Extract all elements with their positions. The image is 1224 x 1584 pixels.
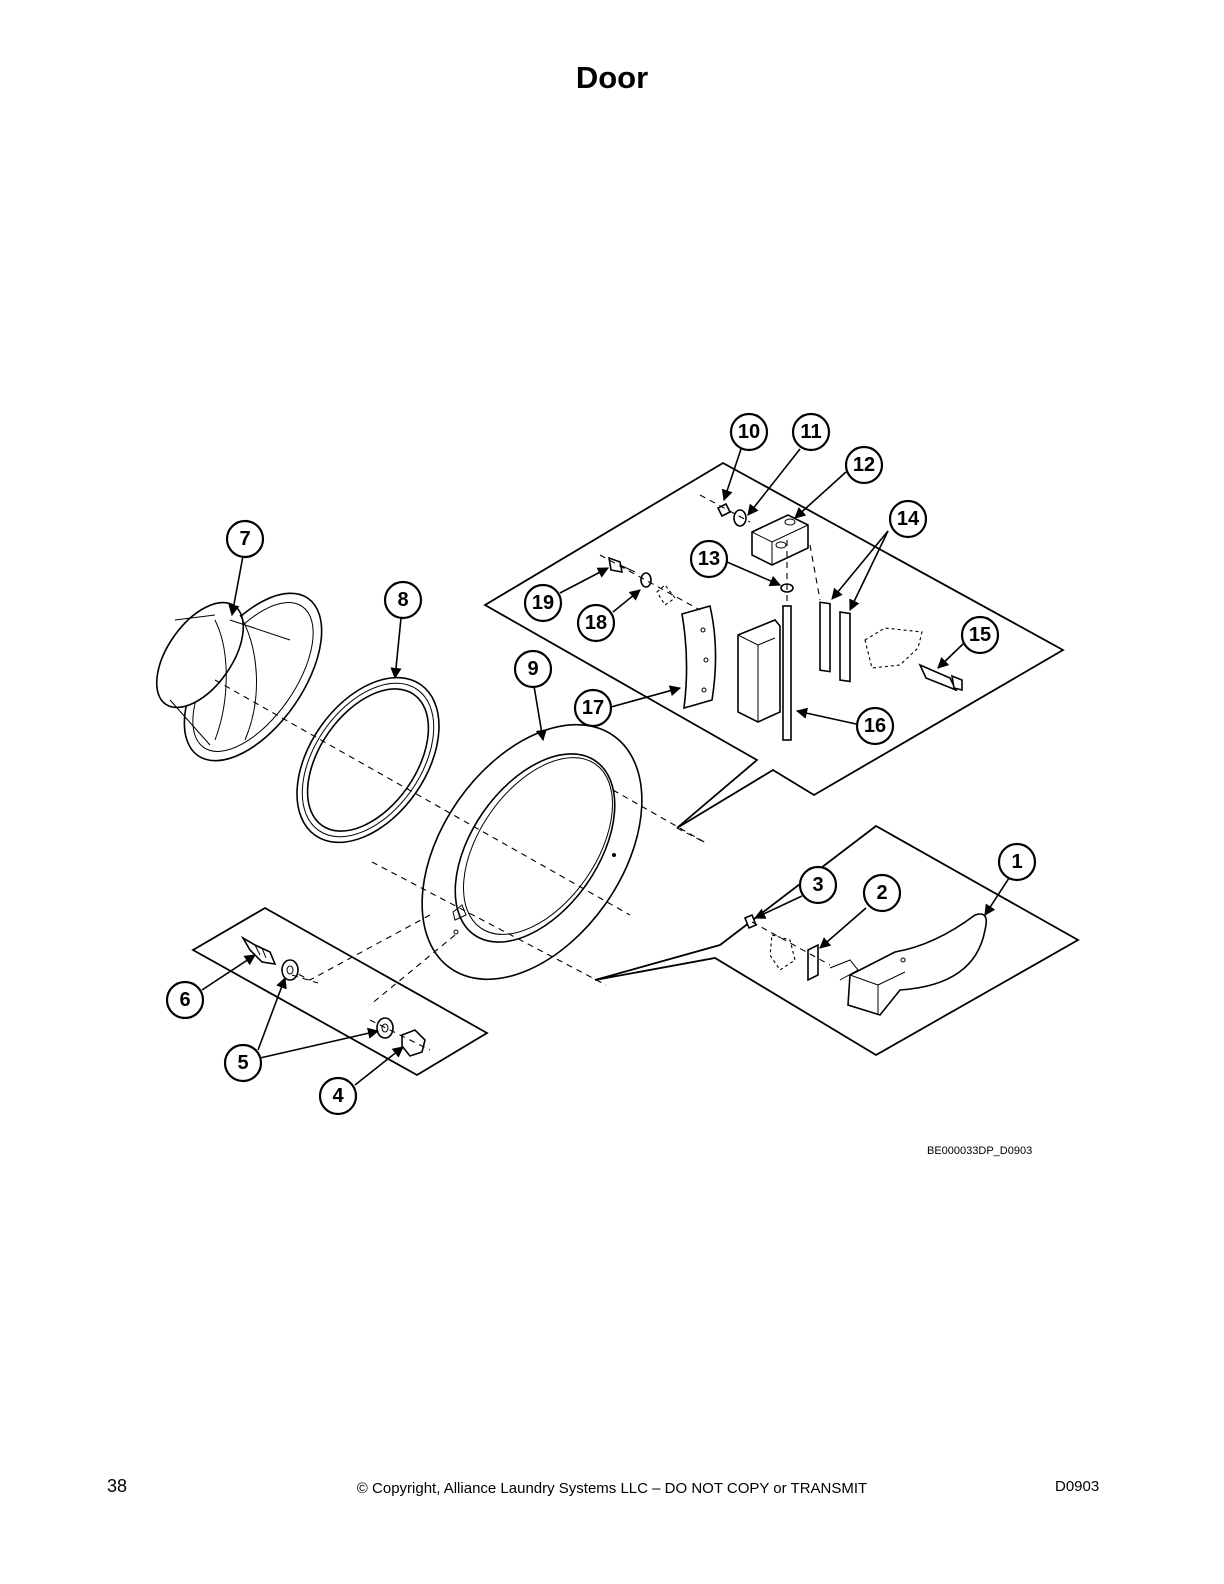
svg-text:6: 6 bbox=[179, 989, 190, 1011]
hardware-parts bbox=[240, 935, 431, 1057]
hinge-parts bbox=[599, 494, 963, 741]
callout-7: 7 bbox=[225, 519, 265, 559]
callout-6: 6 bbox=[165, 980, 205, 1020]
svg-text:19: 19 bbox=[532, 592, 554, 614]
drawing-id: BE000033DP_D0903 bbox=[927, 1145, 1033, 1157]
callout-12: 12 bbox=[844, 445, 884, 485]
svg-text:4: 4 bbox=[332, 1085, 344, 1107]
svg-text:7: 7 bbox=[239, 528, 250, 550]
callout-9: 9 bbox=[513, 649, 553, 689]
leader-lines bbox=[201, 448, 1012, 1086]
svg-text:1: 1 bbox=[1011, 851, 1022, 873]
svg-text:9: 9 bbox=[527, 658, 538, 680]
document-code: D0903 bbox=[1055, 1478, 1100, 1495]
copyright-notice: © Copyright, Alliance Laundry Systems LL… bbox=[356, 1480, 868, 1497]
latch-detail-panel bbox=[594, 824, 1080, 1057]
svg-text:13: 13 bbox=[698, 548, 720, 570]
callout-17: 17 bbox=[573, 688, 613, 728]
svg-text:5: 5 bbox=[237, 1052, 248, 1074]
page-title: Door bbox=[575, 60, 649, 95]
assembly-lines bbox=[214, 679, 707, 1006]
callout-3: 3 bbox=[798, 865, 838, 905]
svg-text:17: 17 bbox=[582, 697, 604, 719]
callout-13: 13 bbox=[689, 539, 729, 579]
svg-text:16: 16 bbox=[864, 715, 886, 737]
callout-1: 1 bbox=[997, 842, 1037, 882]
svg-text:10: 10 bbox=[738, 421, 760, 443]
door-ring-part bbox=[421, 723, 643, 981]
svg-text:12: 12 bbox=[853, 454, 875, 476]
svg-text:14: 14 bbox=[897, 508, 920, 530]
callout-2: 2 bbox=[862, 873, 902, 913]
callout-16: 16 bbox=[855, 706, 895, 746]
page-number: 38 bbox=[107, 1476, 128, 1496]
callout-4: 4 bbox=[318, 1076, 358, 1116]
svg-text:2: 2 bbox=[876, 882, 887, 904]
svg-text:3: 3 bbox=[812, 874, 823, 896]
callout-14: 14 bbox=[888, 499, 928, 539]
callout-18: 18 bbox=[576, 603, 616, 643]
callout-15: 15 bbox=[960, 615, 1000, 655]
svg-text:18: 18 bbox=[585, 612, 607, 634]
callout-8: 8 bbox=[383, 580, 423, 620]
door-gasket-part bbox=[296, 676, 440, 844]
callout-10: 10 bbox=[729, 412, 769, 452]
svg-text:11: 11 bbox=[800, 421, 821, 443]
svg-text:8: 8 bbox=[397, 589, 408, 611]
callout-19: 19 bbox=[523, 583, 563, 623]
callout-5: 5 bbox=[223, 1043, 263, 1083]
callout-11: 11 bbox=[791, 412, 831, 452]
hardware-detail-panel bbox=[191, 906, 489, 1077]
svg-text:15: 15 bbox=[969, 624, 991, 646]
latch-parts bbox=[743, 913, 988, 1016]
